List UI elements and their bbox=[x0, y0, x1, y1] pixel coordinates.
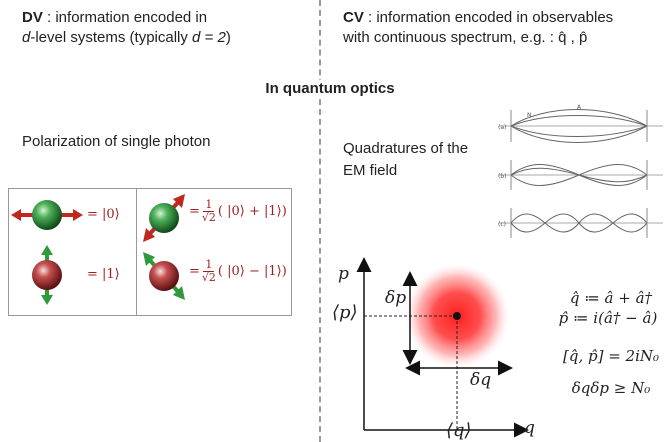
diag-body: ( |0⟩ + |1⟩) bbox=[217, 204, 287, 219]
cv-line-2: with continuous spectrum, e.g. : q̂ , p̂ bbox=[343, 29, 588, 46]
mean-p-label: ⟨p⟩ bbox=[332, 302, 358, 323]
anti-fraction: 1 √2 bbox=[202, 259, 216, 284]
quadratures-title-line-1: Quadratures of the bbox=[343, 140, 469, 157]
wave-b-label: (b) bbox=[498, 173, 507, 180]
dv-line-2: d-level systems (typically d = 2) bbox=[22, 28, 312, 48]
diagonal-photon bbox=[143, 194, 185, 242]
dv-line-2-end: ) bbox=[225, 29, 231, 46]
anti-arrow-head-top bbox=[143, 252, 155, 266]
wave-a-antinode-label: A bbox=[577, 104, 582, 111]
v-photon bbox=[32, 245, 62, 305]
polarization-title: Polarization of single photon bbox=[22, 133, 211, 150]
polarization-hv-graphic bbox=[11, 200, 83, 305]
dv-line-1-text: : information encoded in bbox=[42, 9, 208, 26]
h-arrow-right-head bbox=[73, 209, 83, 221]
phase-space-plot bbox=[356, 257, 529, 438]
h-state-ket: = |0⟩ bbox=[87, 207, 120, 222]
green-sphere-diag bbox=[149, 203, 179, 233]
cv-header: CV : information encoded in observables … bbox=[343, 8, 663, 48]
dv-header: DV : information encoded in d-level syst… bbox=[22, 8, 312, 48]
dv-label: DV bbox=[22, 9, 43, 26]
quadratures-title-line-2: EM field bbox=[343, 162, 398, 179]
dv-d-eq: d = 2 bbox=[192, 29, 226, 46]
anti-frac-num: 1 bbox=[203, 258, 215, 272]
h-arrow-left-head bbox=[11, 209, 21, 221]
anti-state-formula: = 1 √2 ( |0⟩ − |1⟩) bbox=[189, 259, 287, 284]
polarization-box-hv: = |0⟩ = |1⟩ bbox=[8, 188, 138, 316]
dv-line-2-text: -level systems (typically bbox=[30, 29, 193, 46]
wave-c-2 bbox=[510, 213, 648, 233]
green-sphere bbox=[32, 200, 62, 230]
commutator: [q̂, p̂] = 2iN₀ bbox=[562, 347, 660, 365]
axis-p-label: p bbox=[338, 264, 349, 284]
dv-line-1: DV : information encoded in bbox=[22, 8, 312, 28]
center-title: In quantum optics bbox=[230, 80, 430, 97]
red-sphere-anti bbox=[149, 261, 179, 291]
anti-eq-sign: = bbox=[189, 264, 200, 279]
diag-frac-num: 1 bbox=[203, 198, 215, 212]
dv-cv-divider bbox=[319, 0, 321, 442]
uncertainty-relation: δqδp ≥ N₀ bbox=[571, 379, 651, 397]
v-arrow-top-head bbox=[41, 245, 53, 255]
p-definition: p̂ ≔ i(â† − â) bbox=[558, 309, 658, 327]
delta-p-label: δp bbox=[385, 288, 407, 308]
red-sphere bbox=[32, 260, 62, 290]
v-arrow-bottom-head bbox=[41, 295, 53, 305]
anti-body: ( |0⟩ − |1⟩) bbox=[217, 264, 287, 279]
equations-block: q̂ ≔ â + â† p̂ ≔ i(â† − â) [q̂, p̂] = 2i… bbox=[556, 288, 666, 398]
polarization-box-diag: = 1 √2 ( |0⟩ + |1⟩) = 1 √2 ( |0⟩ − |1⟩) bbox=[136, 188, 292, 316]
wave-a-label: (a) bbox=[498, 124, 506, 131]
delta-q-label: δq bbox=[470, 370, 492, 390]
mean-q-label: ⟨q⟩ bbox=[446, 420, 472, 441]
wave-a-upper-2 bbox=[510, 115, 648, 127]
wave-c-label: (c) bbox=[498, 221, 506, 228]
wave-c bbox=[499, 208, 663, 238]
anti-arrow-head-bottom bbox=[173, 286, 185, 300]
axis-q-label: q bbox=[524, 418, 535, 438]
diag-eq-sign: = bbox=[189, 204, 200, 219]
diag-arrow-head-top bbox=[173, 194, 185, 208]
wave-a bbox=[499, 109, 663, 143]
v-state-ket: = |1⟩ bbox=[87, 267, 120, 282]
wave-a-node-label: N bbox=[527, 112, 532, 119]
diag-state-formula: = 1 √2 ( |0⟩ + |1⟩) bbox=[189, 199, 287, 224]
quadratures-title: Quadratures of the EM field bbox=[343, 138, 468, 182]
cv-label: CV bbox=[343, 9, 364, 26]
cv-line-1-text: : information encoded in observables bbox=[363, 9, 614, 26]
h-photon bbox=[11, 200, 83, 230]
dv-d-var: d bbox=[22, 29, 31, 46]
q-definition: q̂ ≔ â + â† bbox=[569, 289, 653, 307]
wave-a-lower-2 bbox=[510, 125, 648, 137]
diag-arrow-head-bottom bbox=[143, 228, 155, 242]
wave-a-lower bbox=[510, 125, 648, 143]
wave-a-upper bbox=[510, 109, 648, 127]
antidiagonal-photon bbox=[143, 252, 185, 300]
diag-frac-den: √2 bbox=[201, 211, 216, 224]
standing-waves: (a) N A (b) (c) bbox=[498, 104, 663, 238]
diag-fraction: 1 √2 bbox=[202, 199, 216, 224]
polarization-diag-graphic bbox=[143, 194, 185, 300]
wave-b-3 bbox=[510, 167, 648, 183]
mean-point bbox=[453, 312, 461, 320]
anti-frac-den: √2 bbox=[201, 271, 216, 284]
cv-line-1: CV : information encoded in observables bbox=[343, 8, 663, 28]
wave-b bbox=[499, 160, 663, 190]
